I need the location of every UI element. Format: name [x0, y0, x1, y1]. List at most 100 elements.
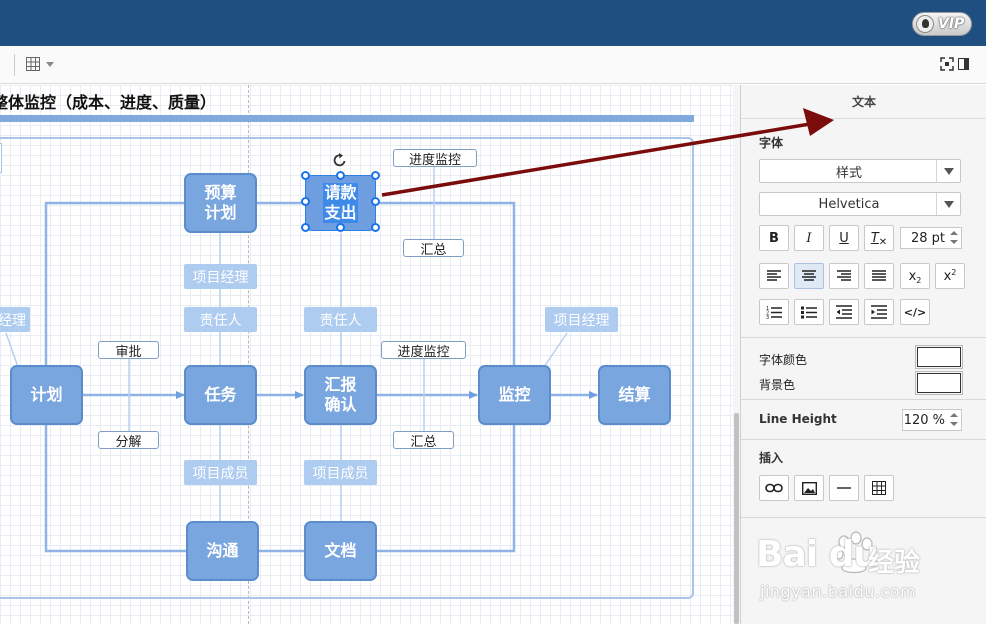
title-bar: VIP: [0, 0, 986, 46]
loop-bottom-line: [44, 423, 516, 553]
insert-link-button[interactable]: [759, 475, 789, 501]
node-budget-plan[interactable]: 预算 计划: [184, 173, 257, 233]
diagram-title[interactable]: 整体监控（成本、进度、质量）: [0, 93, 217, 112]
align-right-button[interactable]: [829, 263, 859, 289]
node-task[interactable]: 任务: [184, 365, 257, 425]
decrement-icon[interactable]: [949, 238, 959, 247]
underline-button[interactable]: U: [829, 225, 859, 251]
line-height-stepper[interactable]: 120 %: [902, 409, 962, 431]
title-underline-bar[interactable]: [0, 115, 694, 122]
style-dropdown-value: 样式: [835, 165, 862, 181]
resize-handle-sw[interactable]: [301, 223, 310, 232]
diagram-canvas[interactable]: 整体监控（成本、进度、质量）: [0, 85, 740, 624]
indent-button[interactable]: [864, 299, 894, 325]
subscript-label: x: [908, 268, 917, 284]
vip-badge[interactable]: VIP: [912, 12, 972, 36]
bullet-list-button[interactable]: [794, 299, 824, 325]
outdent-button[interactable]: [829, 299, 859, 325]
bg-color-label: 背景色: [759, 378, 796, 392]
fullscreen-icon: [940, 57, 954, 71]
svg-text:1: 1: [766, 306, 769, 312]
panel-divider: [741, 337, 986, 338]
label-progress-mid[interactable]: 进度监控: [381, 341, 466, 360]
decrement-icon[interactable]: [949, 420, 959, 429]
align-left-button[interactable]: [759, 263, 789, 289]
font-family-dropdown[interactable]: Helvetica: [759, 192, 961, 216]
font-section-label: 字体: [759, 136, 784, 150]
label-summary-top[interactable]: 汇总: [403, 239, 464, 258]
align-center-button[interactable]: [794, 263, 824, 289]
rotate-handle-icon[interactable]: [332, 152, 348, 168]
link-pm-plan: [5, 332, 19, 368]
frame-tab[interactable]: [0, 143, 2, 173]
line-height-label: Line Height: [759, 412, 837, 426]
container-frame[interactable]: [0, 137, 694, 599]
insert-table-panel-button[interactable]: [864, 475, 894, 501]
insert-table-button[interactable]: [26, 56, 58, 74]
label-approve[interactable]: 审批: [98, 341, 159, 360]
tag-owner-left[interactable]: 责任人: [184, 307, 257, 332]
panel-divider: [741, 439, 986, 440]
resize-handle-s[interactable]: [336, 223, 345, 232]
table-icon: [26, 57, 40, 71]
node-plan[interactable]: 计划: [10, 365, 83, 425]
html-button[interactable]: </>: [900, 299, 930, 325]
clear-format-x-icon: ✕: [878, 236, 888, 248]
line-height-value: 120 %: [903, 412, 945, 428]
tag-member-right[interactable]: 项目成员: [304, 460, 377, 485]
font-family-value: Helvetica: [818, 196, 880, 212]
tag-pm-right[interactable]: 项目经理: [545, 307, 618, 332]
label-decompose[interactable]: 分解: [98, 431, 159, 450]
link-pm-monitor: [543, 332, 568, 368]
resize-handle-se[interactable]: [371, 223, 380, 232]
indent-icon: [871, 305, 887, 319]
insert-horizontal-rule-button[interactable]: [829, 475, 859, 501]
font-color-swatch[interactable]: [915, 345, 963, 369]
tag-member-left[interactable]: 项目成员: [184, 460, 257, 485]
resize-handle-w[interactable]: [301, 197, 310, 206]
numbered-list-icon: 1 2 3: [766, 306, 782, 319]
baidu-watermark: Bai du 经验 jingyan.baidu.com: [756, 520, 956, 620]
fullscreen-button[interactable]: [940, 56, 954, 71]
resize-handle-e[interactable]: [371, 197, 380, 206]
node-report-confirm[interactable]: 汇报 确认: [304, 365, 377, 425]
label-progress-top[interactable]: 进度监控: [393, 149, 477, 168]
toggle-panel-button[interactable]: [958, 56, 970, 70]
chevron-down-icon: [936, 160, 960, 182]
vip-label: VIP: [938, 16, 965, 32]
tag-pm-left[interactable]: 经理: [0, 307, 30, 332]
justify-icon: [872, 270, 886, 281]
label-summary-mid[interactable]: 汇总: [393, 431, 454, 450]
resize-handle-nw[interactable]: [301, 171, 310, 180]
italic-button[interactable]: I: [794, 225, 824, 251]
bold-button[interactable]: B: [759, 225, 789, 251]
canvas-scrollbar-track[interactable]: [733, 85, 740, 624]
superscript-label: x: [943, 268, 952, 284]
justify-button[interactable]: [864, 263, 894, 289]
selected-node-text[interactable]: 请款 支出: [323, 183, 358, 223]
font-size-stepper[interactable]: 28 pt: [900, 227, 962, 249]
node-settle[interactable]: 结算: [598, 365, 671, 425]
insert-image-button[interactable]: [794, 475, 824, 501]
bg-color-swatch[interactable]: [915, 371, 963, 395]
canvas-scrollbar-thumb[interactable]: [734, 413, 739, 624]
watermark-brand: Bai du: [756, 534, 879, 575]
node-monitor[interactable]: 监控: [478, 365, 551, 425]
increment-icon[interactable]: [949, 229, 959, 238]
tag-owner-right[interactable]: 责任人: [304, 307, 377, 332]
node-communicate[interactable]: 沟通: [186, 521, 259, 581]
style-dropdown[interactable]: 样式: [759, 159, 961, 183]
increment-icon[interactable]: [949, 411, 959, 420]
tag-pm-top[interactable]: 项目经理: [184, 264, 257, 289]
resize-handle-ne[interactable]: [371, 171, 380, 180]
node-document[interactable]: 文档: [304, 521, 377, 581]
numbered-list-button[interactable]: 1 2 3: [759, 299, 789, 325]
panel-divider: [741, 399, 986, 400]
clear-format-button[interactable]: T✕: [864, 225, 894, 251]
superscript-index: 2: [951, 267, 957, 277]
resize-handle-n[interactable]: [336, 171, 345, 180]
panel-tab-text[interactable]: 文本: [741, 85, 986, 119]
